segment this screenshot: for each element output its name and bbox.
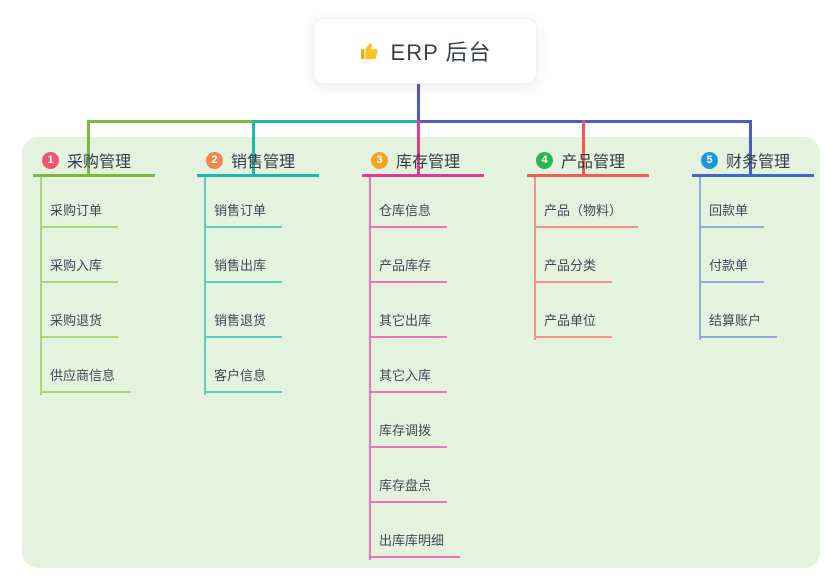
canvas-board — [22, 137, 820, 568]
branch-children: 回款单 付款单 结算账户 — [699, 173, 814, 338]
child-node[interactable]: 客户信息 — [204, 365, 283, 393]
branch-header[interactable]: 4 产品管理 — [527, 146, 649, 177]
child-row: 采购退货 — [40, 283, 155, 338]
child-node[interactable]: 采购退货 — [40, 310, 119, 338]
branch-child-connector — [699, 177, 701, 340]
branch-children: 采购订单 采购入库 采购退货 供应商信息 — [40, 173, 155, 393]
child-node[interactable]: 销售出库 — [204, 255, 283, 283]
branch-children: 销售订单 销售出库 销售退货 客户信息 — [204, 173, 319, 393]
thumbs-up-icon — [360, 43, 378, 60]
child-row: 销售订单 — [204, 173, 319, 228]
connector-line — [749, 120, 752, 177]
branch-child-connector — [534, 177, 536, 340]
branch-header[interactable]: 3 库存管理 — [362, 146, 484, 177]
child-node[interactable]: 其它出库 — [369, 310, 448, 338]
child-row: 结算账户 — [699, 283, 814, 338]
child-row: 出库库明细 — [369, 503, 484, 558]
connector-line — [417, 120, 420, 177]
connector-line — [252, 120, 418, 123]
branch-child-connector — [204, 177, 206, 395]
child-row: 供应商信息 — [40, 338, 155, 393]
branch-child-connector — [40, 177, 42, 395]
child-node[interactable]: 产品（物料） — [534, 200, 639, 228]
connector-line — [87, 120, 253, 123]
branch-node[interactable]: 5 财务管理 回款单 付款单 结算账户 — [692, 146, 814, 340]
child-row: 其它出库 — [369, 283, 484, 338]
child-node[interactable]: 付款单 — [699, 255, 765, 283]
branch-title: 财务管理 — [726, 154, 791, 171]
branch-number-badge: 2 — [206, 151, 223, 169]
child-node[interactable]: 库存调拨 — [369, 420, 448, 448]
branch-header[interactable]: 2 销售管理 — [197, 146, 319, 177]
child-node[interactable]: 仓库信息 — [369, 200, 448, 228]
child-node[interactable]: 其它入库 — [369, 365, 448, 393]
connector-line — [87, 120, 90, 177]
child-row: 销售退货 — [204, 283, 319, 338]
branch-number-badge: 5 — [701, 151, 718, 169]
branch-title: 采购管理 — [67, 154, 132, 171]
child-row: 回款单 — [699, 173, 814, 228]
child-row: 采购入库 — [40, 228, 155, 283]
branch-children: 产品（物料） 产品分类 产品单位 — [534, 173, 649, 338]
connector-line — [417, 82, 420, 123]
child-row: 库存盘点 — [369, 448, 484, 503]
branch-children: 仓库信息 产品库存 其它出库 其它入库 库存调拨 库存盘点 出库库明细 — [369, 173, 484, 558]
connector-line — [582, 120, 585, 177]
branch-number-badge: 3 — [371, 151, 388, 169]
child-row: 产品库存 — [369, 228, 484, 283]
child-node[interactable]: 结算账户 — [699, 310, 778, 338]
branch-child-connector — [369, 177, 371, 560]
child-row: 产品分类 — [534, 228, 649, 283]
branch-title: 库存管理 — [396, 154, 461, 171]
child-node[interactable]: 库存盘点 — [369, 475, 448, 503]
child-row: 客户信息 — [204, 338, 319, 393]
child-row: 产品（物料） — [534, 173, 649, 228]
child-node[interactable]: 出库库明细 — [369, 530, 461, 558]
child-row: 采购订单 — [40, 173, 155, 228]
child-row: 其它入库 — [369, 338, 484, 393]
connector-line — [252, 120, 255, 177]
child-row: 库存调拨 — [369, 393, 484, 448]
child-node[interactable]: 产品库存 — [369, 255, 448, 283]
child-row: 产品单位 — [534, 283, 649, 338]
child-node[interactable]: 产品单位 — [534, 310, 613, 338]
child-node[interactable]: 产品分类 — [534, 255, 613, 283]
child-node[interactable]: 采购入库 — [40, 255, 119, 283]
branch-title: 销售管理 — [231, 154, 296, 171]
branch-node[interactable]: 1 采购管理 采购订单 采购入库 采购退货 供应商信息 — [33, 146, 155, 395]
child-node[interactable]: 销售订单 — [204, 200, 283, 228]
child-row: 销售出库 — [204, 228, 319, 283]
branch-node[interactable]: 2 销售管理 销售订单 销售出库 销售退货 客户信息 — [197, 146, 319, 395]
root-node[interactable]: ERP 后台 — [313, 18, 537, 84]
child-row: 仓库信息 — [369, 173, 484, 228]
branch-node[interactable]: 3 库存管理 仓库信息 产品库存 其它出库 其它入库 库存调拨 库存盘点 出库库… — [362, 146, 484, 560]
branch-node[interactable]: 4 产品管理 产品（物料） 产品分类 产品单位 — [527, 146, 649, 340]
child-row: 付款单 — [699, 228, 814, 283]
root-title: ERP 后台 — [390, 40, 492, 65]
child-node[interactable]: 回款单 — [699, 200, 765, 228]
branch-title: 产品管理 — [561, 154, 626, 171]
child-node[interactable]: 采购订单 — [40, 200, 119, 228]
child-node[interactable]: 销售退货 — [204, 310, 283, 338]
branch-number-badge: 1 — [42, 151, 59, 169]
branch-header[interactable]: 1 采购管理 — [33, 146, 155, 177]
branch-number-badge: 4 — [536, 151, 553, 169]
child-node[interactable]: 供应商信息 — [40, 365, 132, 393]
branch-header[interactable]: 5 财务管理 — [692, 146, 814, 177]
